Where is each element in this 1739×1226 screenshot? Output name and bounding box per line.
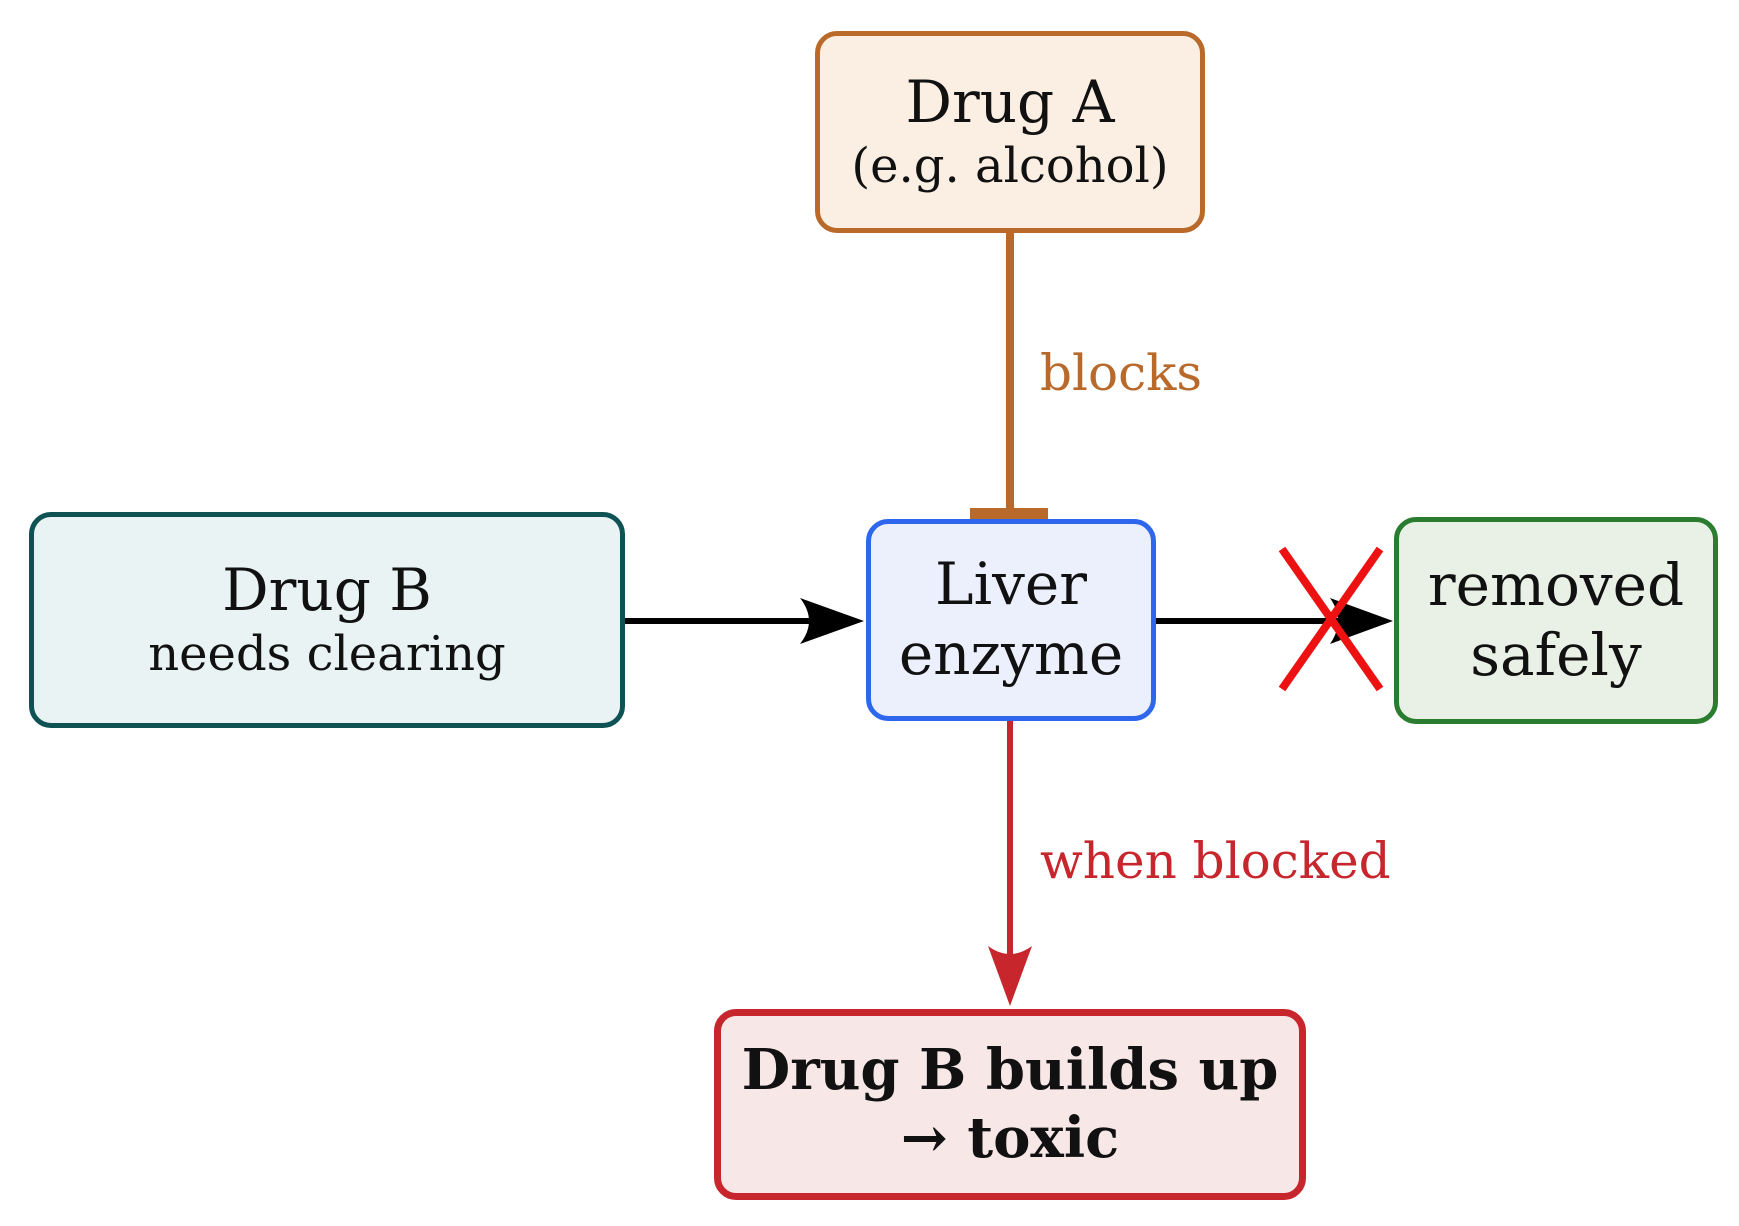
drug-b-title: Drug B — [222, 556, 432, 625]
drug-b-description: needs clearing — [148, 626, 506, 682]
drug-a-title: Drug A — [905, 68, 1115, 137]
toxic-buildup-node: Drug B builds up → toxic — [714, 1009, 1306, 1200]
liver-enzyme-node: Liver enzyme — [866, 519, 1156, 721]
drug-b-node: Drug B needs clearing — [29, 512, 625, 728]
removed-safely-node: removed safely — [1394, 517, 1718, 724]
liver-enzyme-line1: Liver — [935, 550, 1087, 619]
liver-enzyme-line2: enzyme — [898, 620, 1124, 688]
when-blocked-label: when blocked — [1040, 832, 1391, 890]
removed-safely-line2: safely — [1470, 620, 1642, 689]
cross-mark-stroke-2 — [1278, 546, 1384, 692]
blocks-label: blocks — [1040, 344, 1203, 402]
toxic-buildup-line1: Drug B builds up — [741, 1037, 1279, 1104]
liver-to-toxic-arrowhead — [988, 946, 1032, 1006]
removed-safely-line1: removed — [1427, 550, 1685, 619]
liver-to-removed-arrowhead — [1330, 598, 1393, 644]
drug-a-node: Drug A (e.g. alcohol) — [815, 31, 1205, 233]
drug-b-to-liver-arrowhead — [800, 598, 864, 644]
drug-a-example: (e.g. alcohol) — [851, 138, 1169, 194]
toxic-buildup-line2: → toxic — [900, 1104, 1120, 1171]
